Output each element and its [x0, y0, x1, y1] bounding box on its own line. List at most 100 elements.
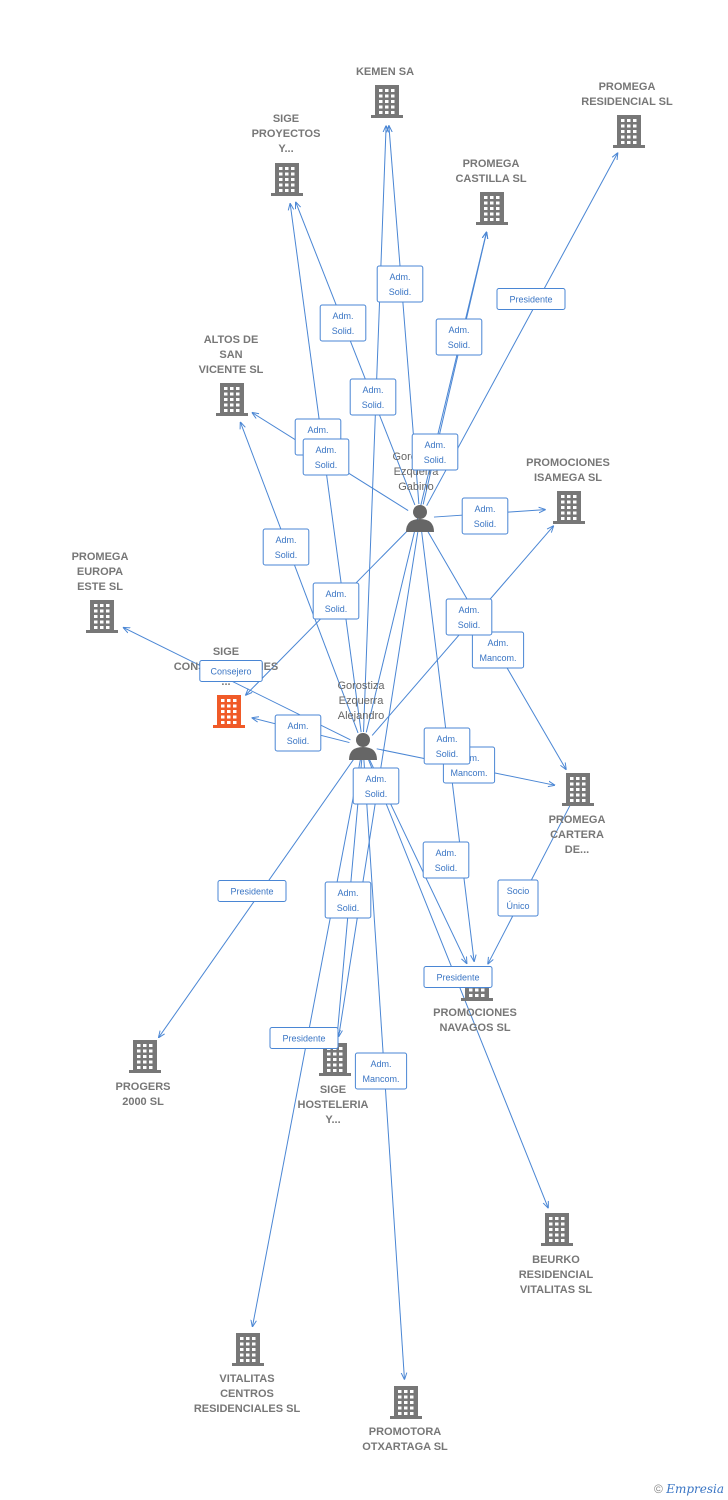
- node-label-castilla: CASTILLA SL: [455, 173, 526, 185]
- edge-label-text: Adm.: [458, 605, 479, 615]
- edge-label-text: Adm.: [487, 638, 508, 648]
- edge-label-gabino-sigeproy[interactable]: Adm. Solid.: [319, 304, 367, 342]
- company-europa[interactable]: [86, 600, 118, 633]
- edge-label-text: Solid.: [275, 550, 298, 560]
- node-label-altos: VICENTE SL: [199, 364, 264, 376]
- node-label-alejandro: Ezquerra: [339, 695, 385, 707]
- edge-label-text: Mancom.: [479, 653, 516, 663]
- person-alejandro[interactable]: [349, 733, 377, 760]
- edge-label-text: Adm.: [315, 445, 336, 455]
- edge-label-text: Solid.: [362, 400, 385, 410]
- company-sigeproy[interactable]: [271, 163, 303, 196]
- node-label-alejandro: Alejandro: [338, 710, 384, 722]
- edge-label-text: Adm.: [448, 325, 469, 335]
- company-residencial[interactable]: [613, 115, 645, 148]
- edge-label-alejandro-sigehost[interactable]: Adm.Solid.: [352, 767, 400, 805]
- edge-label-text: Mancom.: [450, 768, 487, 778]
- edge-label-text: Adm.: [389, 272, 410, 282]
- node-label-progers: 2000 SL: [122, 1096, 164, 1108]
- edge-label-alejandro-altos[interactable]: Adm. Solid.: [262, 528, 310, 566]
- edge-label-gabino-isamega[interactable]: Adm. Solid.: [461, 497, 509, 535]
- edge-label-alejandro-isamega[interactable]: Adm.Solid.: [445, 598, 493, 636]
- edge-label-text: Único: [506, 901, 529, 911]
- node-label-cartera: PROMEGA: [549, 814, 606, 826]
- edge-label-text: Solid.: [435, 863, 458, 873]
- person-icon: [413, 505, 427, 519]
- edge-gabino-residencial: [426, 153, 618, 506]
- edge-label-alejandro-beurko[interactable]: Presidente: [423, 966, 493, 988]
- edge-label-alejandro-vitalitas[interactable]: Presidente: [269, 1027, 339, 1049]
- edge-label-text: Adm.: [307, 425, 328, 435]
- node-label-europa: EUROPA: [77, 566, 123, 578]
- edge-label-gabino-navagos[interactable]: Adm.Solid.: [422, 841, 470, 879]
- node-label-progers: PROGERS: [115, 1081, 170, 1093]
- edge-label-text: Solid.: [365, 789, 388, 799]
- edge-label-text: Solid.: [287, 736, 310, 746]
- node-label-castilla: PROMEGA: [463, 158, 520, 170]
- company-altos[interactable]: [216, 383, 248, 416]
- footer-brand[interactable]: © Empresia: [654, 1482, 724, 1496]
- company-otxartaga[interactable]: [390, 1386, 422, 1419]
- edge-label-alejandro-castilla[interactable]: Adm.Solid.: [411, 433, 459, 471]
- edge-label-gabino-cartera[interactable]: Adm. Mancom.: [471, 631, 525, 669]
- edge-label-alejandro-progers[interactable]: Presidente: [217, 880, 287, 902]
- edge-label-gabino-sigehost[interactable]: Adm.Solid.: [324, 881, 372, 919]
- node-label-sigeproy: SIGE: [273, 113, 299, 125]
- company-isamega[interactable]: [553, 491, 585, 524]
- edge-alejandro-altos: [240, 422, 359, 734]
- edge-alejandro-kemen: [363, 126, 387, 733]
- edge-label-alejandro-otxartaga[interactable]: Adm.Mancom.: [354, 1052, 408, 1090]
- company-cartera[interactable]: [562, 773, 594, 806]
- edge-label-text: Adm.: [436, 734, 457, 744]
- node-label-beurko: BEURKO: [532, 1254, 580, 1266]
- edge-label-alejandro-kemen[interactable]: Adm.Solid.: [349, 378, 397, 416]
- company-kemen[interactable]: [371, 85, 403, 118]
- edge-label-text: Adm.: [275, 535, 296, 545]
- node-label-europa: ESTE SL: [77, 581, 123, 593]
- edge-label-gabino-castilla[interactable]: Adm.Solid.: [435, 318, 483, 356]
- edge-label-text: Solid.: [332, 326, 355, 336]
- edge-labels-layer: Adm.Solid.PresidenteAdm.Solid.Adm.Solid.…: [199, 265, 566, 1090]
- edge-label-text: Solid.: [315, 460, 338, 470]
- node-label-isamega: PROMOCIONES: [526, 457, 610, 469]
- company-castilla[interactable]: [476, 192, 508, 225]
- edge-label-gabino-residencial[interactable]: Presidente: [496, 288, 566, 310]
- edge-label-text: Presidente: [509, 295, 552, 305]
- node-label-kemen: KEMEN SA: [356, 66, 414, 78]
- edge-label-text: Solid.: [325, 604, 348, 614]
- edge-label-text: Solid.: [389, 287, 412, 297]
- brand-name: Empresia: [666, 1482, 724, 1496]
- edge-label-text: Presidente: [282, 1034, 325, 1044]
- node-label-vitalitas: VITALITAS: [219, 1373, 274, 1385]
- edge-gabino-sigeproy: [296, 202, 416, 506]
- edge-label-alejandro-navagos[interactable]: Adm.Solid.: [423, 727, 471, 765]
- edge-label-text: Consejero: [210, 667, 251, 677]
- node-label-otxartaga: OTXARTAGA SL: [362, 1441, 448, 1453]
- edge-label-text: Solid.: [474, 519, 497, 529]
- edge-alejandro-castilla: [365, 232, 486, 733]
- company-vitalitas[interactable]: [232, 1333, 264, 1366]
- edge-label-alejandro-sigecons[interactable]: Adm. Solid.: [274, 714, 322, 752]
- node-label-sigecons: SIGE: [213, 646, 239, 658]
- edge-label-text: Solid.: [337, 903, 360, 913]
- company-progers[interactable]: [129, 1040, 161, 1073]
- edge-label-alejandro-europa[interactable]: Consejero: [199, 660, 263, 682]
- edge-label-gabino-sigecons[interactable]: Adm.Solid.: [312, 582, 360, 620]
- company-beurko[interactable]: [541, 1213, 573, 1246]
- copyright-symbol: ©: [654, 1482, 663, 1496]
- node-label-vitalitas: RESIDENCIALES SL: [194, 1403, 301, 1415]
- person-gabino[interactable]: [406, 505, 434, 532]
- node-label-beurko: VITALITAS SL: [520, 1284, 593, 1296]
- edge-label-text: Mancom.: [362, 1074, 399, 1084]
- edge-label-alejandro-sigeproy[interactable]: Adm. Solid.: [302, 438, 350, 476]
- edge-label-gabino-kemen[interactable]: Adm. Solid.: [376, 265, 424, 303]
- company-sigecons[interactable]: [213, 695, 245, 728]
- edge-label-text: Adm.: [474, 504, 495, 514]
- node-label-altos: ALTOS DE: [204, 334, 259, 346]
- edge-label-text: Adm.: [287, 721, 308, 731]
- node-label-beurko: RESIDENCIAL: [519, 1269, 594, 1281]
- edge-label-text: Adm.: [332, 311, 353, 321]
